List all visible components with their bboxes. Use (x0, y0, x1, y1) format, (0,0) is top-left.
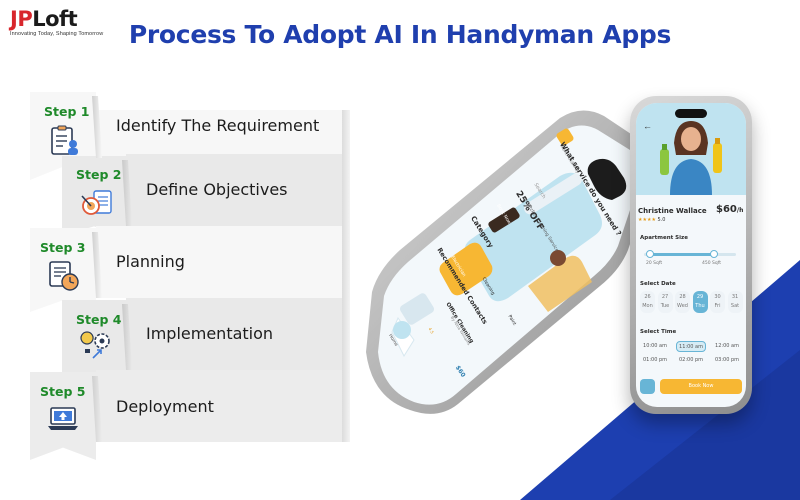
date-day: Wed (677, 303, 688, 309)
date-number: 29 (696, 294, 704, 300)
planning-clock-icon (49, 261, 79, 291)
slider-handle-min[interactable] (646, 250, 654, 258)
date-number: 31 (731, 294, 739, 300)
apartment-size-label: Apartment Size (640, 235, 688, 241)
time-slot[interactable]: 12:00 am (715, 343, 739, 349)
step-separator-5 (92, 376, 102, 442)
time-slot[interactable]: 03:00 pm (714, 357, 740, 363)
date-day: Thu (695, 303, 705, 309)
step-2-label: Define Objectives (146, 180, 288, 199)
time-slot[interactable]: 02:00 pm (678, 357, 704, 363)
step-2-tag: Step 2 (76, 167, 122, 182)
step-band-4 (126, 298, 346, 370)
time-slot[interactable]: 01:00 pm (642, 357, 668, 363)
book-now-button[interactable]: Book Now (660, 379, 742, 394)
page-title: Process To Adopt AI In Handyman Apps (128, 20, 672, 49)
date-number: 26 (644, 294, 651, 300)
brand-logo: JPLoft Innovating Today, Shaping Tomorro… (10, 8, 106, 37)
worker-photo (660, 121, 722, 195)
time-slot[interactable]: 11:00 am (676, 341, 706, 352)
target-objectives-icon (81, 190, 112, 215)
worker-price: $60/h (716, 204, 744, 215)
date-day: Sat (730, 303, 740, 309)
step-5-label: Deployment (116, 397, 214, 416)
steps-list: Step 1 Identify The Requirement Step 2 D… (0, 0, 360, 500)
logo-tagline: Innovating Today, Shaping Tomorrow (10, 31, 104, 37)
step-1-tag: Step 1 (44, 104, 90, 119)
date-day: Tue (660, 303, 670, 309)
step-separator-1 (92, 96, 102, 158)
date-day: Mon (642, 303, 653, 309)
date-number: 30 (714, 294, 721, 300)
date-number: 28 (679, 294, 686, 300)
slider-fill (650, 253, 714, 256)
apartment-size-slider[interactable] (644, 250, 736, 258)
worker-rating: ★★★★ 5.0 (638, 217, 666, 223)
step-4-label: Implementation (146, 324, 274, 343)
select-time-label: Select Time (640, 329, 677, 335)
date-day: Fri (714, 303, 721, 309)
front-phone-screen: ← Christine Wallace $60/h ★★★★ 5.0 Apart… (636, 103, 746, 407)
requirements-clipboard-icon (51, 125, 78, 155)
date-number: 27 (661, 294, 669, 300)
slider-handle-max[interactable] (710, 250, 718, 258)
step-band-2 (126, 154, 346, 226)
size-min: 20 Sqft (646, 261, 663, 266)
step-separator-2 (122, 160, 132, 226)
gear-bulb-icon (80, 331, 110, 359)
step-band-5 (96, 370, 346, 442)
select-date-label: Select Date (640, 281, 676, 287)
steps-right-edge (342, 110, 350, 442)
step-band-3 (96, 226, 346, 298)
phone-notch (675, 109, 707, 118)
step-3-tag: Step 3 (40, 240, 86, 255)
step-4-tag: Step 4 (76, 312, 122, 327)
step-3-label: Planning (116, 252, 185, 271)
chat-button[interactable] (640, 379, 655, 394)
step-separator-3 (92, 232, 102, 298)
back-arrow-icon[interactable]: ← (643, 121, 652, 131)
logo-wordmark: JPLoft (10, 7, 78, 31)
laptop-deploy-icon (48, 407, 78, 430)
step-5-tag: Step 5 (40, 384, 86, 399)
size-max: 450 Sqft (702, 261, 722, 266)
time-slot[interactable]: 10:00 am (643, 343, 667, 349)
step-1-label: Identify The Requirement (116, 116, 320, 135)
step-separator-4 (122, 304, 132, 370)
worker-name: Christine Wallace (638, 207, 707, 215)
